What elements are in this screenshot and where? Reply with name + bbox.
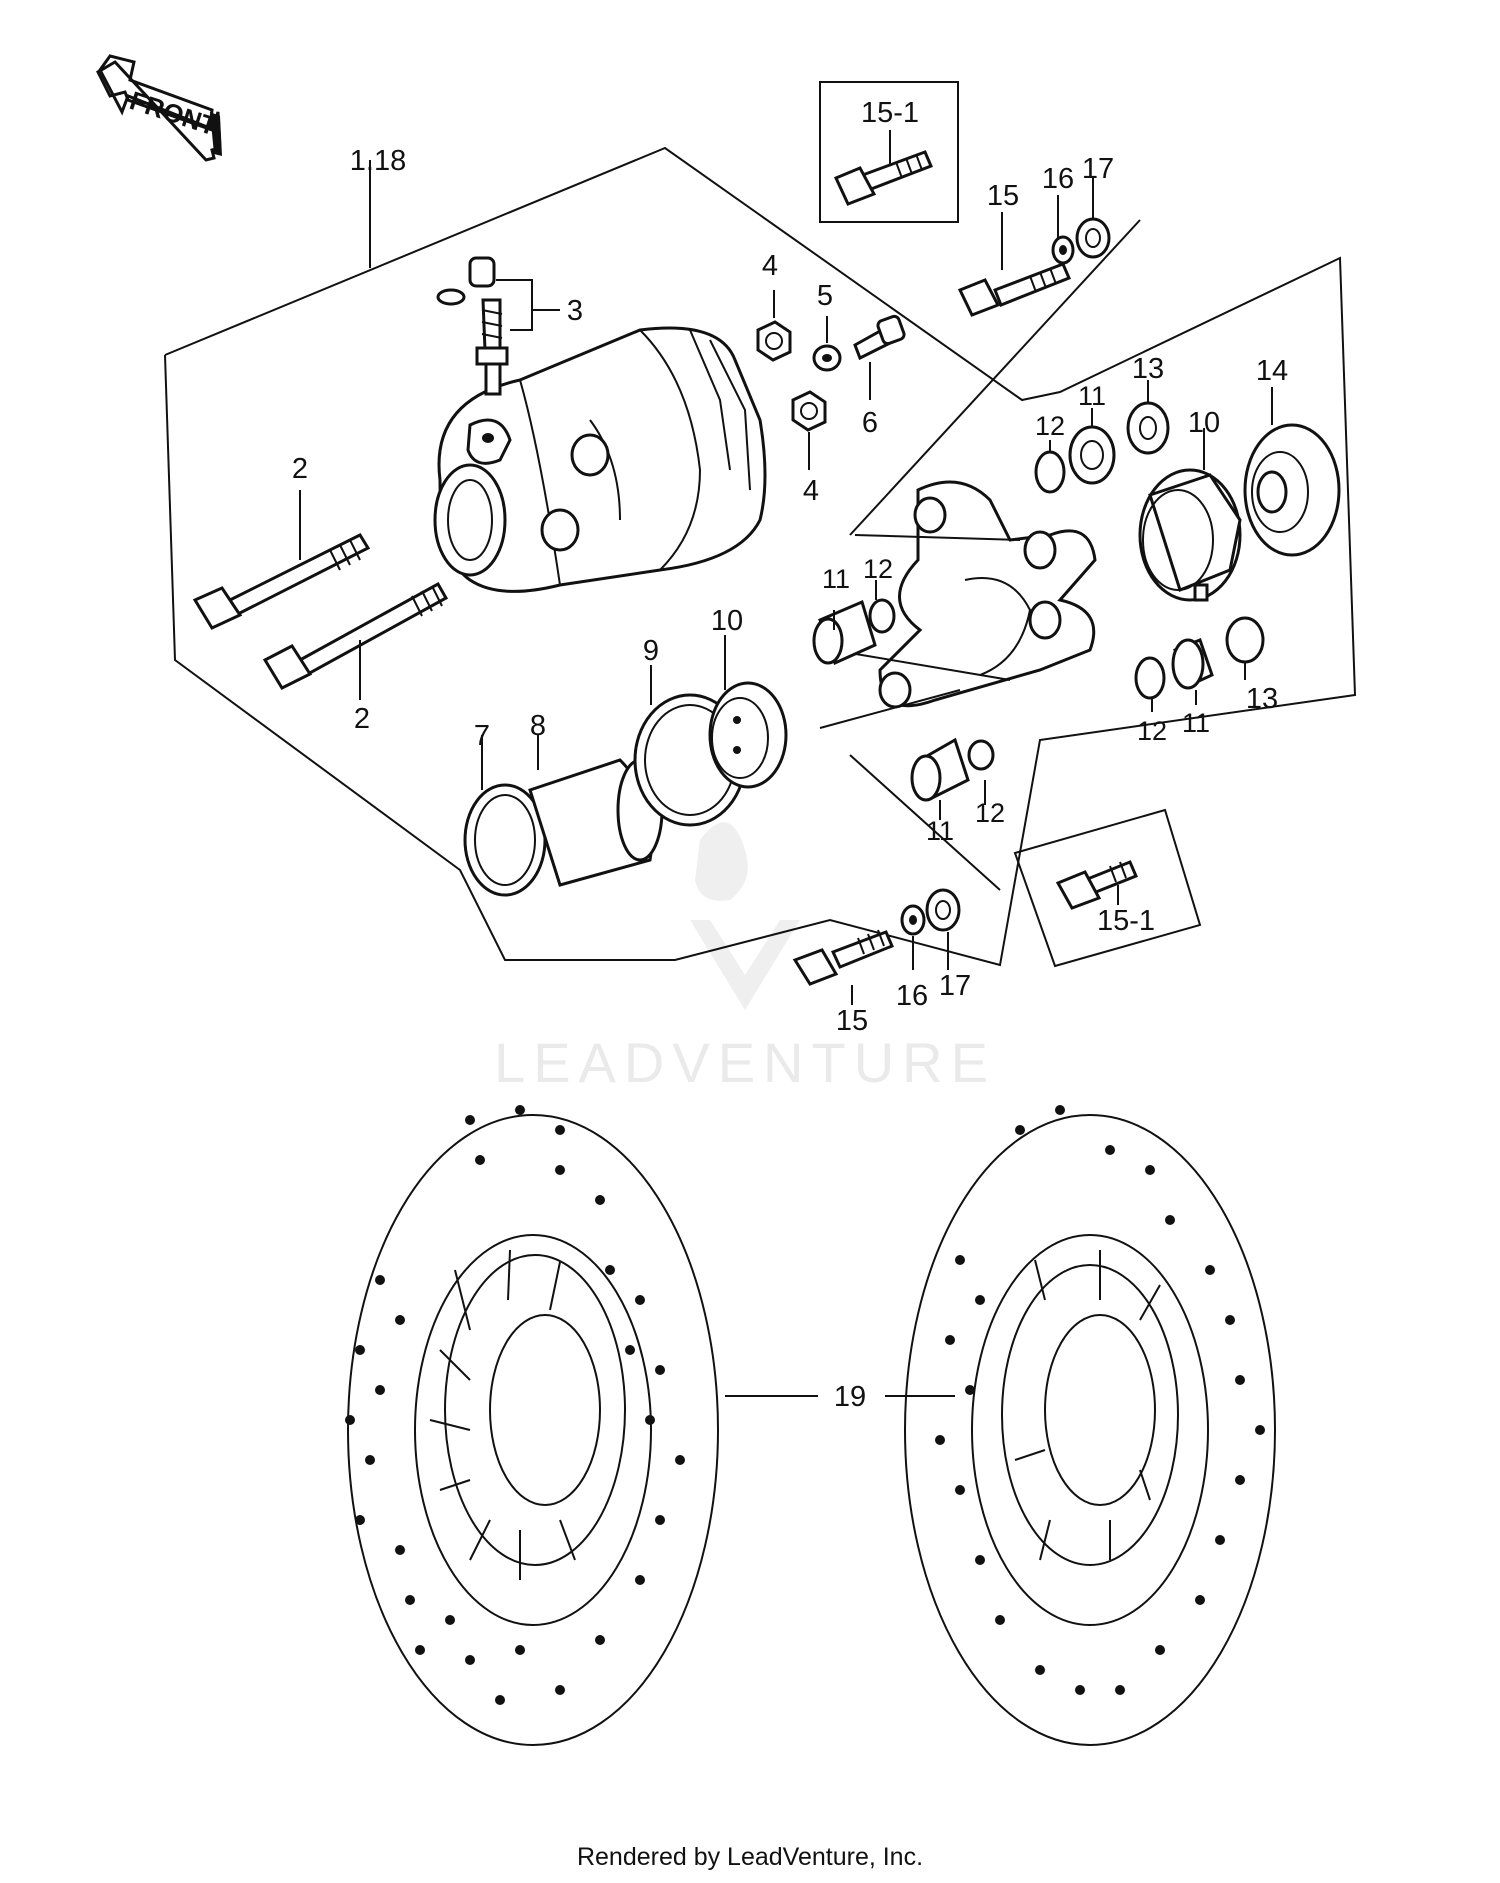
label-7: 7	[474, 720, 490, 752]
brake-disc-right	[904, 1105, 1276, 1746]
label-14: 14	[1256, 355, 1288, 387]
detail-box-15-1-top	[819, 81, 959, 223]
label-16-upper: 16	[1042, 163, 1074, 195]
label-13-upper: 13	[1132, 353, 1164, 385]
caliper-body	[433, 326, 767, 593]
label-11-c: 11	[1182, 708, 1210, 738]
bolt-washers-lower	[792, 888, 961, 1005]
label-11-b: 11	[1078, 381, 1106, 411]
detail-box-15-1-bottom	[1013, 808, 1202, 968]
label-15-1-bottom: 15-1	[1097, 905, 1155, 937]
label-3: 3	[567, 295, 583, 327]
caliper-bolts	[192, 490, 449, 700]
label-1-18: 1.18	[350, 145, 406, 177]
watermark-text: LEADVENTURE	[494, 1031, 996, 1094]
piston-seal-group	[463, 635, 788, 897]
label-5: 5	[817, 280, 833, 312]
label-15-1-top: 15-1	[861, 97, 919, 129]
label-15-lower: 15	[836, 1005, 868, 1037]
watermark: LEADVENTURE	[494, 822, 996, 1094]
label-16-lower: 16	[896, 980, 928, 1012]
label-12-b: 12	[1035, 411, 1065, 441]
label-4-upper: 4	[762, 250, 778, 282]
label-12-d: 12	[975, 798, 1005, 828]
label-17-lower: 17	[939, 970, 971, 1002]
front-arrow-icon: FRONT	[96, 54, 222, 162]
brake-disc-left	[345, 1105, 719, 1746]
pad-and-cover	[1138, 387, 1341, 602]
label-8: 8	[530, 710, 546, 742]
label-19: 19	[834, 1381, 866, 1413]
footer-credit: Rendered by LeadVenture, Inc.	[577, 1843, 923, 1871]
label-17-upper: 17	[1082, 153, 1114, 185]
label-12-a: 12	[863, 554, 893, 584]
label-2-lower: 2	[354, 703, 370, 735]
label-13-lower: 13	[1246, 683, 1278, 715]
label-9: 9	[643, 635, 659, 667]
pin-boots-right	[1034, 380, 1265, 712]
label-6: 6	[862, 407, 878, 439]
nuts-washer-bolt	[756, 290, 906, 470]
label-4-lower: 4	[803, 475, 819, 507]
label-11-d: 11	[926, 816, 954, 846]
front-label: FRONT	[126, 85, 221, 141]
label-10-left: 10	[711, 605, 743, 637]
callout-labels: 1.18 2 2 3 4 4 5 6 7 8 9 10 10 11 11 11 …	[292, 97, 1288, 1413]
bleeder-valve	[436, 256, 560, 396]
pin-boots-left	[812, 580, 995, 820]
label-15-upper: 15	[987, 180, 1019, 212]
label-11-a: 11	[822, 564, 850, 594]
label-10-right: 10	[1188, 407, 1220, 439]
label-2-upper: 2	[292, 453, 308, 485]
label-12-c: 12	[1137, 716, 1167, 746]
bolt-washers-upper	[957, 178, 1111, 317]
caliper-bracket	[819, 219, 1141, 891]
